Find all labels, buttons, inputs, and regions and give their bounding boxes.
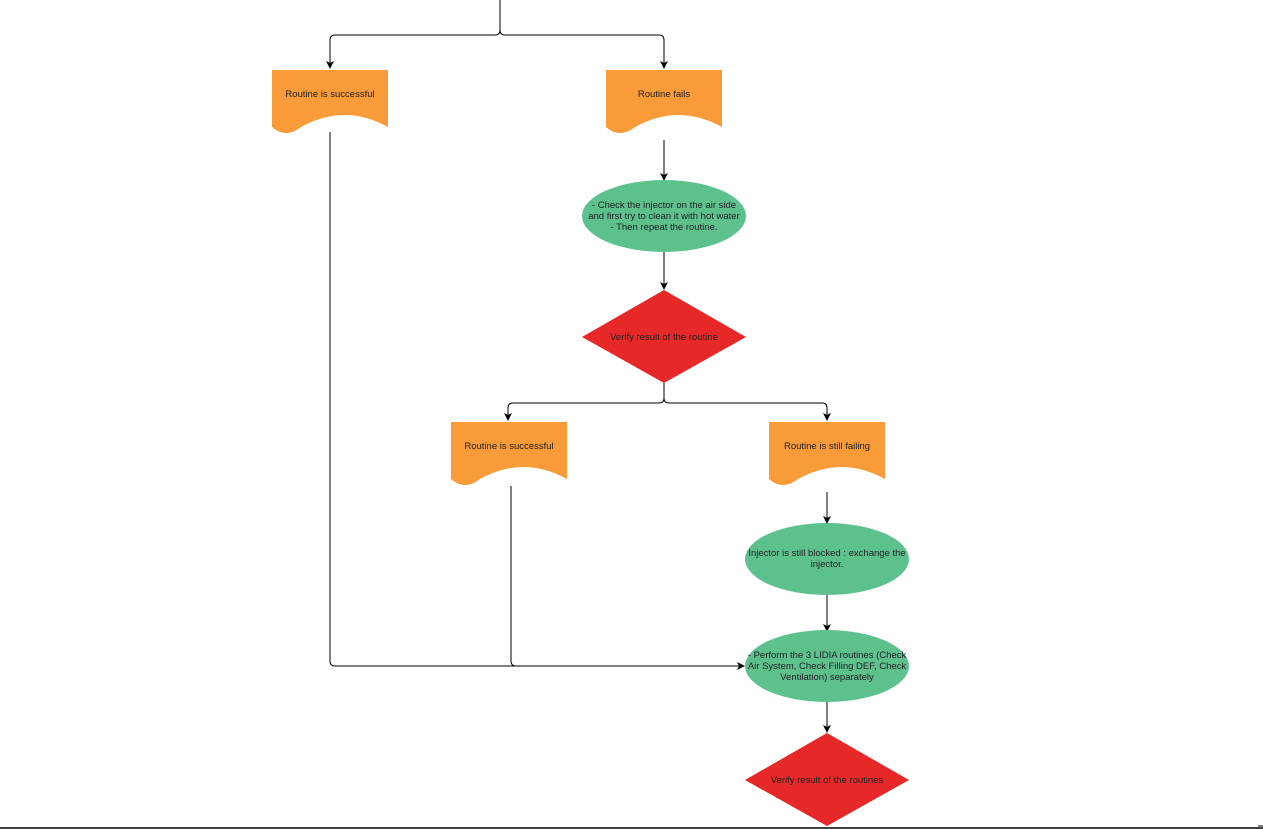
- label-injector-blocked: Injector is still blocked : exchange the…: [748, 548, 906, 570]
- label-routine-still-failing: Routine is still failing: [783, 440, 871, 452]
- connector-top-split-right: [499, 29, 668, 69]
- connector-success1-to-lidia: [329, 132, 745, 670]
- connectors: [326, 0, 831, 733]
- document-shape-routine-fails[interactable]: [606, 70, 722, 133]
- decision-shape-verify-routine[interactable]: [582, 290, 746, 383]
- label-routine-success-2: Routine is successful: [464, 440, 554, 452]
- document-shape-routine-still-failing[interactable]: [769, 422, 885, 485]
- connector-success2-to-lidia: [510, 486, 744, 667]
- connector-verify-split-left: [504, 383, 665, 421]
- label-perform-lidia: - Perform the 3 LIDIA routines (Check Ai…: [747, 649, 907, 683]
- process-shape-check-injector[interactable]: [582, 180, 746, 252]
- label-routine-fails: Routine fails: [637, 88, 691, 100]
- connector-top-split-left: [326, 0, 501, 69]
- label-verify-routine: Verify result of the routine: [610, 331, 718, 343]
- document-shape-routine-success-1[interactable]: [272, 70, 388, 133]
- label-check-injector: - Check the injector on the air side and…: [588, 199, 740, 233]
- decision-shape-verify-routines[interactable]: [745, 733, 909, 826]
- process-shape-perform-lidia[interactable]: [745, 630, 909, 702]
- document-shape-routine-success-2[interactable]: [451, 422, 567, 485]
- connector-verify-split-right: [663, 397, 831, 421]
- process-shape-injector-blocked[interactable]: [745, 523, 909, 595]
- label-verify-routines: Verify result of the routines: [770, 774, 884, 786]
- label-routine-success-1: Routine is successful: [285, 88, 375, 100]
